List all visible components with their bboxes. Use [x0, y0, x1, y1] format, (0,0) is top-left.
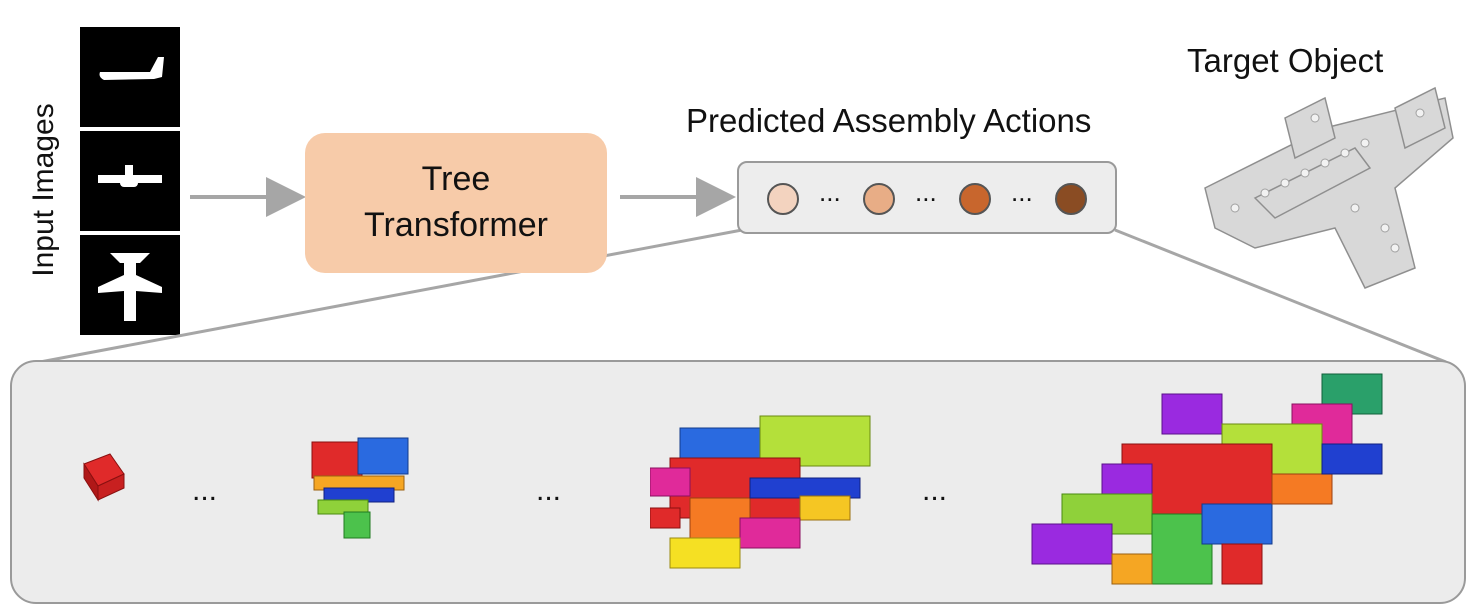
target-object-grey-model: [1204, 86, 1454, 289]
sequence-ellipsis-2: ...: [536, 474, 562, 507]
assembly-step-early: [311, 437, 409, 539]
input-image-side-view: [80, 27, 180, 127]
target-object-title: Target Object: [1187, 42, 1384, 79]
action-token-4: [1055, 183, 1087, 215]
model-label-line1: Tree: [421, 160, 491, 199]
action-token-1: [767, 183, 799, 215]
action-token-3: [959, 183, 991, 215]
input-image-front-view: [80, 131, 180, 231]
zoom-line-right: [1114, 228, 1447, 364]
sequence-ellipsis-3: ...: [922, 474, 948, 507]
input-image-top-view: [80, 235, 180, 335]
action-token-2: [863, 183, 895, 215]
sequence-ellipsis-1: ...: [192, 474, 218, 507]
action-ellipsis-1: ...: [819, 177, 841, 207]
model-label-line2: Transformer: [364, 206, 548, 244]
assembly-step-single-brick: [83, 453, 125, 502]
assembly-step-mid: [650, 415, 871, 569]
assembly-step-final: [1031, 373, 1383, 585]
assembly-sequence-panel: ... ... ...: [10, 360, 1466, 604]
predicted-actions-title: Predicted Assembly Actions: [686, 102, 1092, 139]
zoom-line-left: [39, 228, 743, 364]
action-ellipsis-2: ...: [915, 177, 937, 207]
predicted-actions-box: ... ... ...: [737, 161, 1117, 234]
action-ellipsis-3: ...: [1011, 177, 1033, 207]
tree-transformer-box: Tree Transformer: [305, 133, 607, 273]
